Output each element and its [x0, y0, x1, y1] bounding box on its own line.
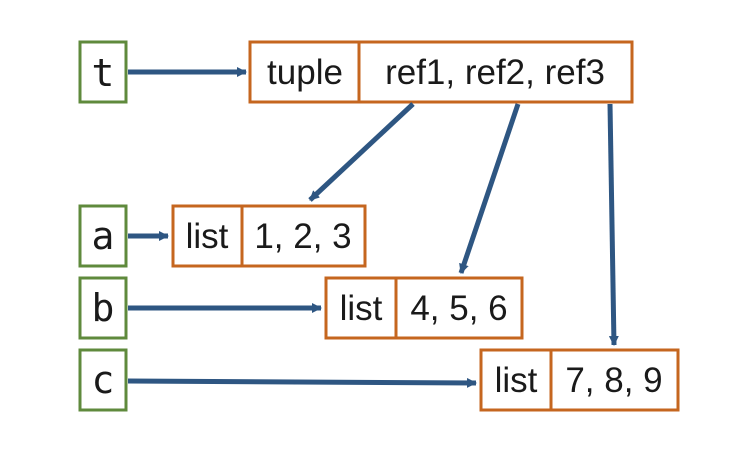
variable-a: a	[78, 204, 128, 268]
arrows	[127, 67, 619, 388]
variable-a-box	[78, 204, 128, 268]
arrow-ref3-to-list-c	[607, 103, 619, 346]
tuple-object: tuple ref1, ref2, ref3	[248, 40, 634, 104]
list-a-object-contents: 1, 2, 3	[254, 217, 351, 256]
list-b-object-type: list	[340, 289, 383, 328]
list-c-object-type: list	[495, 361, 538, 400]
list-b-object-contents: 4, 5, 6	[410, 289, 507, 328]
variable-a-label: a	[92, 214, 115, 258]
list-b-object-box	[324, 276, 524, 340]
tuple-object-type: tuple	[267, 53, 343, 92]
variable-b-box	[78, 276, 128, 340]
list-c-object: list 7, 8, 9	[479, 348, 680, 412]
arrow-c-to-list-c	[127, 377, 477, 388]
variable-b: b	[78, 276, 128, 340]
list-a-object-box	[171, 204, 367, 268]
arrow-ref2-to-list-b	[458, 103, 521, 274]
variable-c-label: c	[92, 358, 115, 402]
list-c-object-box	[479, 348, 680, 412]
list-b-object: list 4, 5, 6	[324, 276, 524, 340]
variable-t-box	[78, 40, 128, 104]
variable-c: c	[78, 348, 128, 412]
arrow-ref1-to-list-a	[308, 102, 415, 202]
tuple-object-box	[248, 40, 634, 104]
list-c-object-contents: 7, 8, 9	[565, 361, 662, 400]
variable-b-label: b	[92, 286, 115, 330]
variable-t-label: t	[92, 51, 115, 95]
variable-t: t	[78, 40, 128, 104]
variable-c-box	[78, 348, 128, 412]
list-a-object: list 1, 2, 3	[171, 204, 367, 268]
tuple-object-contents: ref1, ref2, ref3	[385, 53, 605, 92]
list-a-object-type: list	[186, 217, 229, 256]
